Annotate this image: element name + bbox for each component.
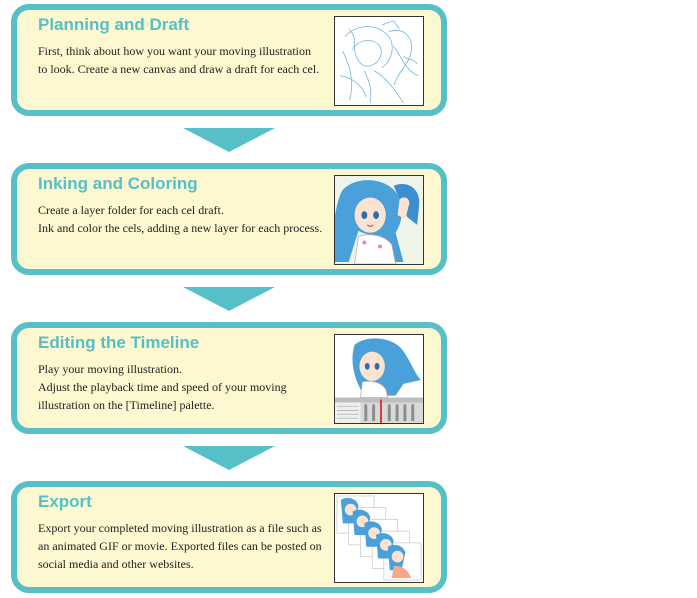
down-arrow-icon — [183, 446, 275, 470]
step-description-line: First, think about how you want your mov… — [38, 44, 311, 58]
step-description-line: Create a layer folder for each cel draft… — [38, 203, 224, 217]
step-title: Planning and Draft — [38, 15, 190, 34]
step-planning-and-draft: Planning and Draft First, think about ho… — [11, 4, 447, 116]
step-description-line: to look. Create a new canvas and draw a … — [38, 62, 320, 76]
step-export: Export Export your completed moving illu… — [11, 481, 447, 593]
down-arrow-icon — [183, 128, 275, 152]
step-description-line: an animated GIF or movie. Exported files… — [38, 539, 322, 553]
step-editing-the-timeline: Editing the Timeline Play your moving il… — [11, 322, 447, 434]
timeline-palette-illustration — [334, 334, 424, 424]
step-description: Create a layer folder for each cel draft… — [38, 201, 334, 237]
step-description: Play your moving illustration. Adjust th… — [38, 360, 334, 414]
step-description: First, think about how you want your mov… — [38, 42, 334, 78]
down-arrow-icon — [183, 287, 275, 311]
step-description-line: Ink and color the cels, adding a new lay… — [38, 221, 323, 235]
step-description-line: Play your moving illustration. — [38, 362, 182, 376]
step-description-line: Adjust the playback time and speed of yo… — [38, 380, 287, 394]
step-title: Export — [38, 492, 92, 511]
step-description-line: illustration on the [Timeline] palette. — [38, 398, 215, 412]
step-description-line: social media and other websites. — [38, 557, 194, 571]
step-description-line: Export your completed moving illustratio… — [38, 521, 322, 535]
step-inking-and-coloring: Inking and Coloring Create a layer folde… — [11, 163, 447, 275]
step-title: Editing the Timeline — [38, 333, 200, 352]
exported-frames-illustration — [334, 493, 424, 583]
sketch-draft-illustration — [334, 16, 424, 106]
step-title: Inking and Coloring — [38, 174, 198, 193]
step-description: Export your completed moving illustratio… — [38, 519, 334, 573]
colored-character-illustration — [334, 175, 424, 265]
